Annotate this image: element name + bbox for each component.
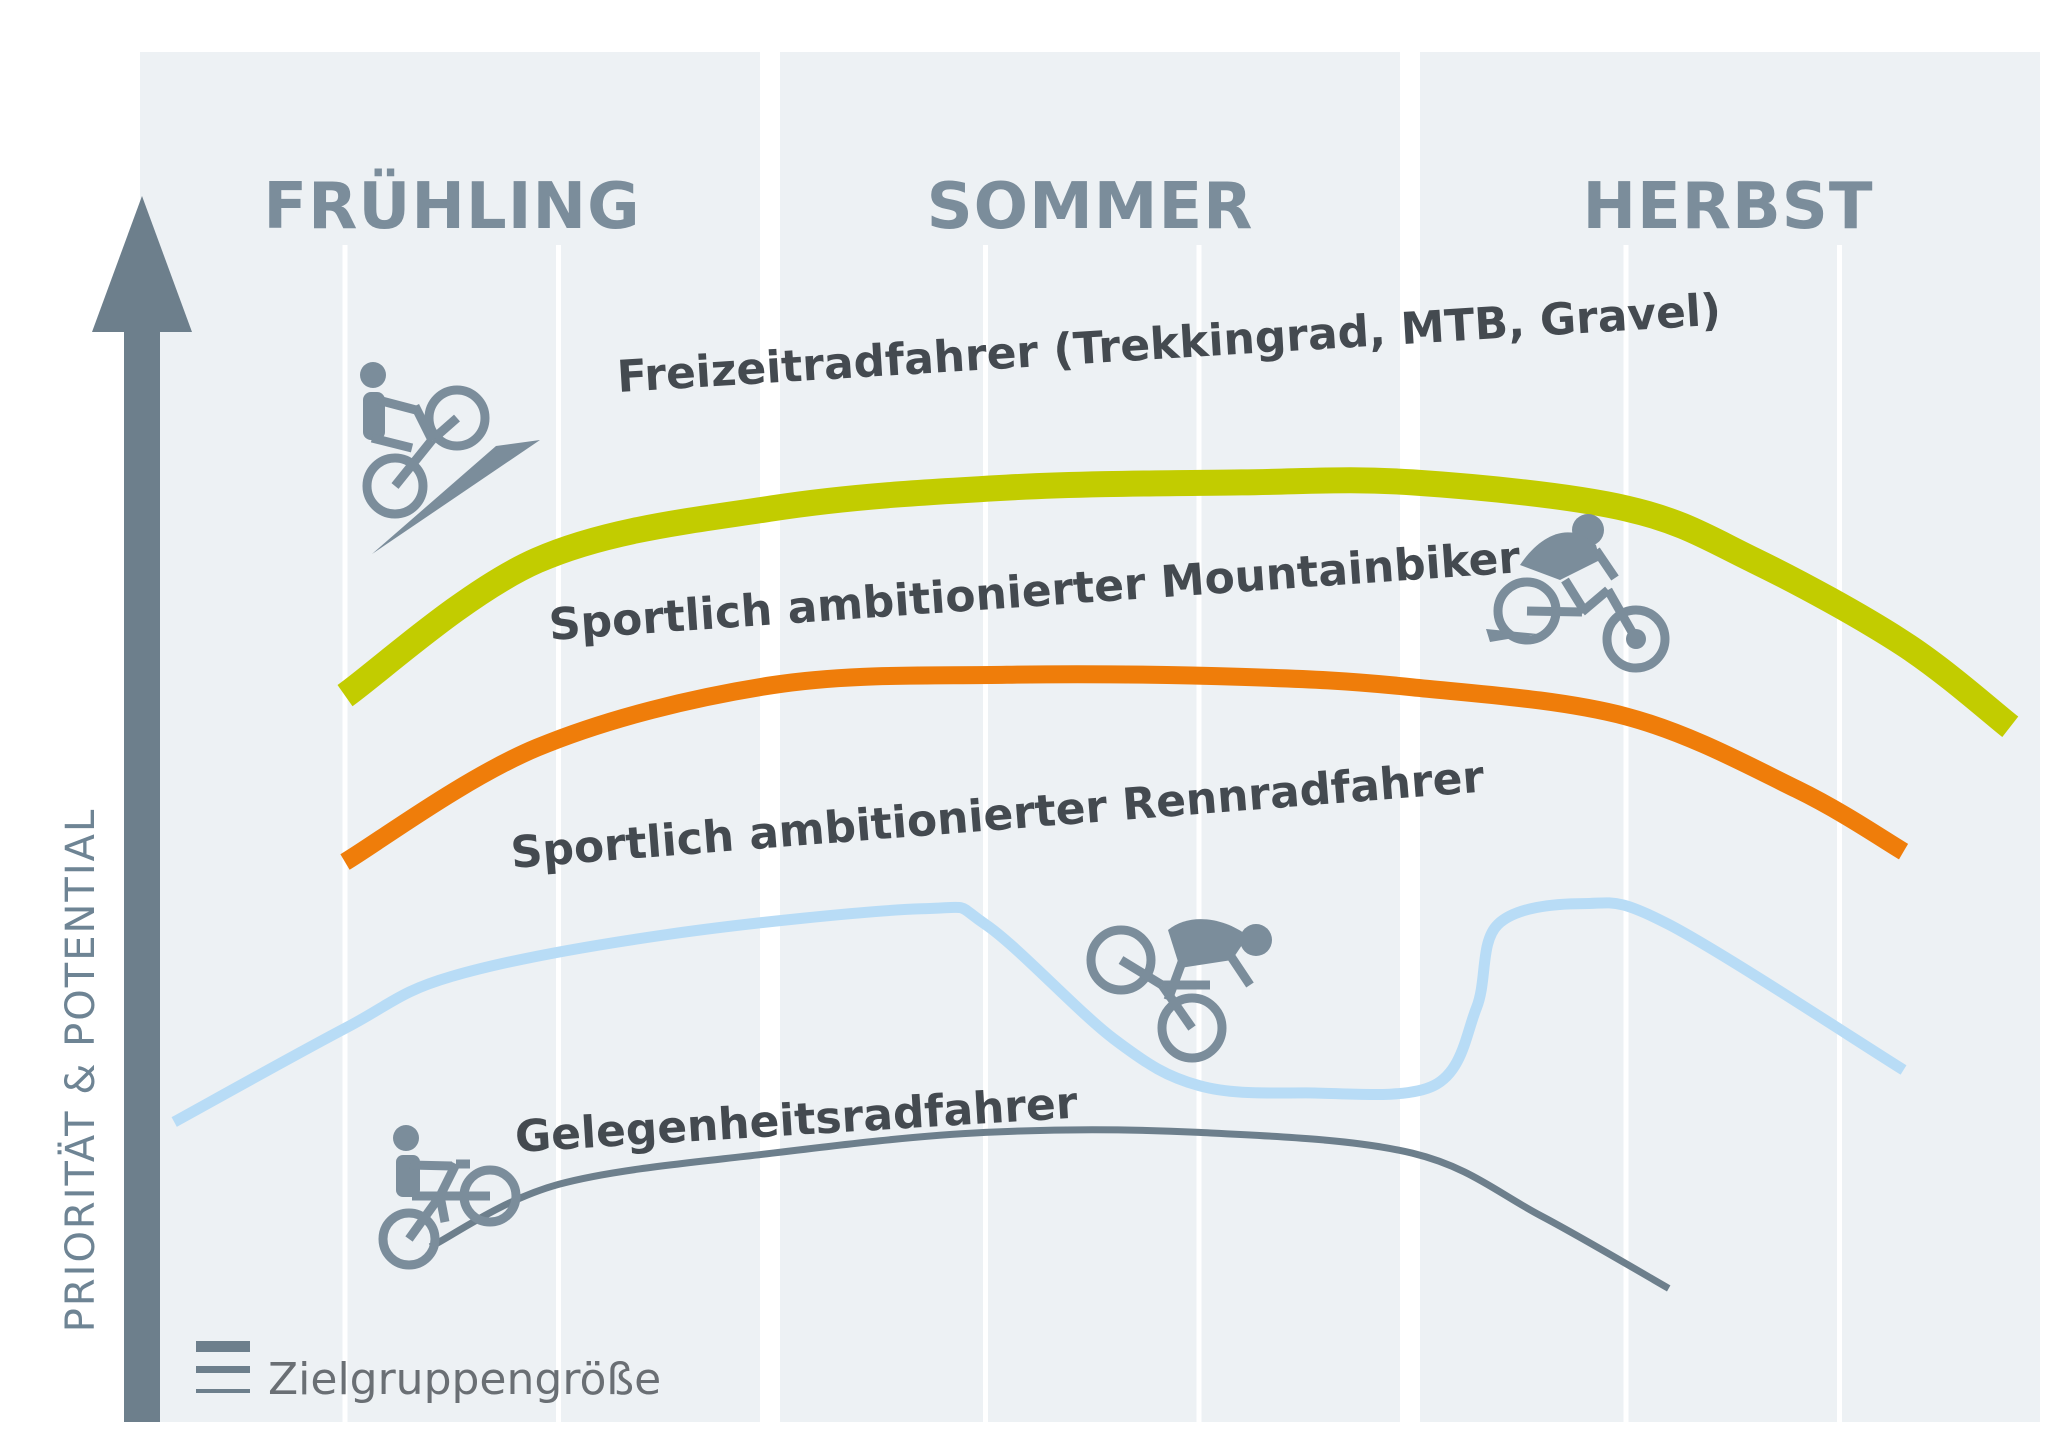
season-panel-herbst [1420,52,2040,1422]
season-label-fruehling: FRÜHLING [263,168,640,244]
series-layer [171,467,2019,1292]
gridlines [342,245,1842,1422]
season-label-herbst: HERBST [1582,170,1873,244]
road-cyclist-icon [1086,919,1272,1063]
season-panel-fruehling [140,52,760,1422]
season-label-sommer: SOMMER [927,170,1254,244]
uphill-cyclist-icon [360,362,540,554]
y-axis-arrowhead [92,196,192,332]
legend-swatch-medium [196,1366,250,1373]
legend: Zielgruppengröße [196,1341,661,1405]
series-line-1 [340,665,1909,870]
series-line-0 [337,467,2019,738]
season-panel-sommer [780,52,1400,1422]
casual-cyclist-icon [378,1125,521,1270]
y-axis-label: PRIORITÄT & POTENTIAL [56,808,104,1333]
series-line-3 [428,1126,1671,1292]
y-axis-shaft [124,318,160,1422]
mountain-biker-icon [1486,514,1670,673]
y-axis-arrow [92,196,192,1422]
legend-label: Zielgruppengröße [268,1354,661,1405]
season-panels [140,52,2040,1422]
legend-swatch-large [196,1341,250,1352]
series-line-2 [171,897,1907,1127]
legend-swatch-small [196,1389,250,1393]
